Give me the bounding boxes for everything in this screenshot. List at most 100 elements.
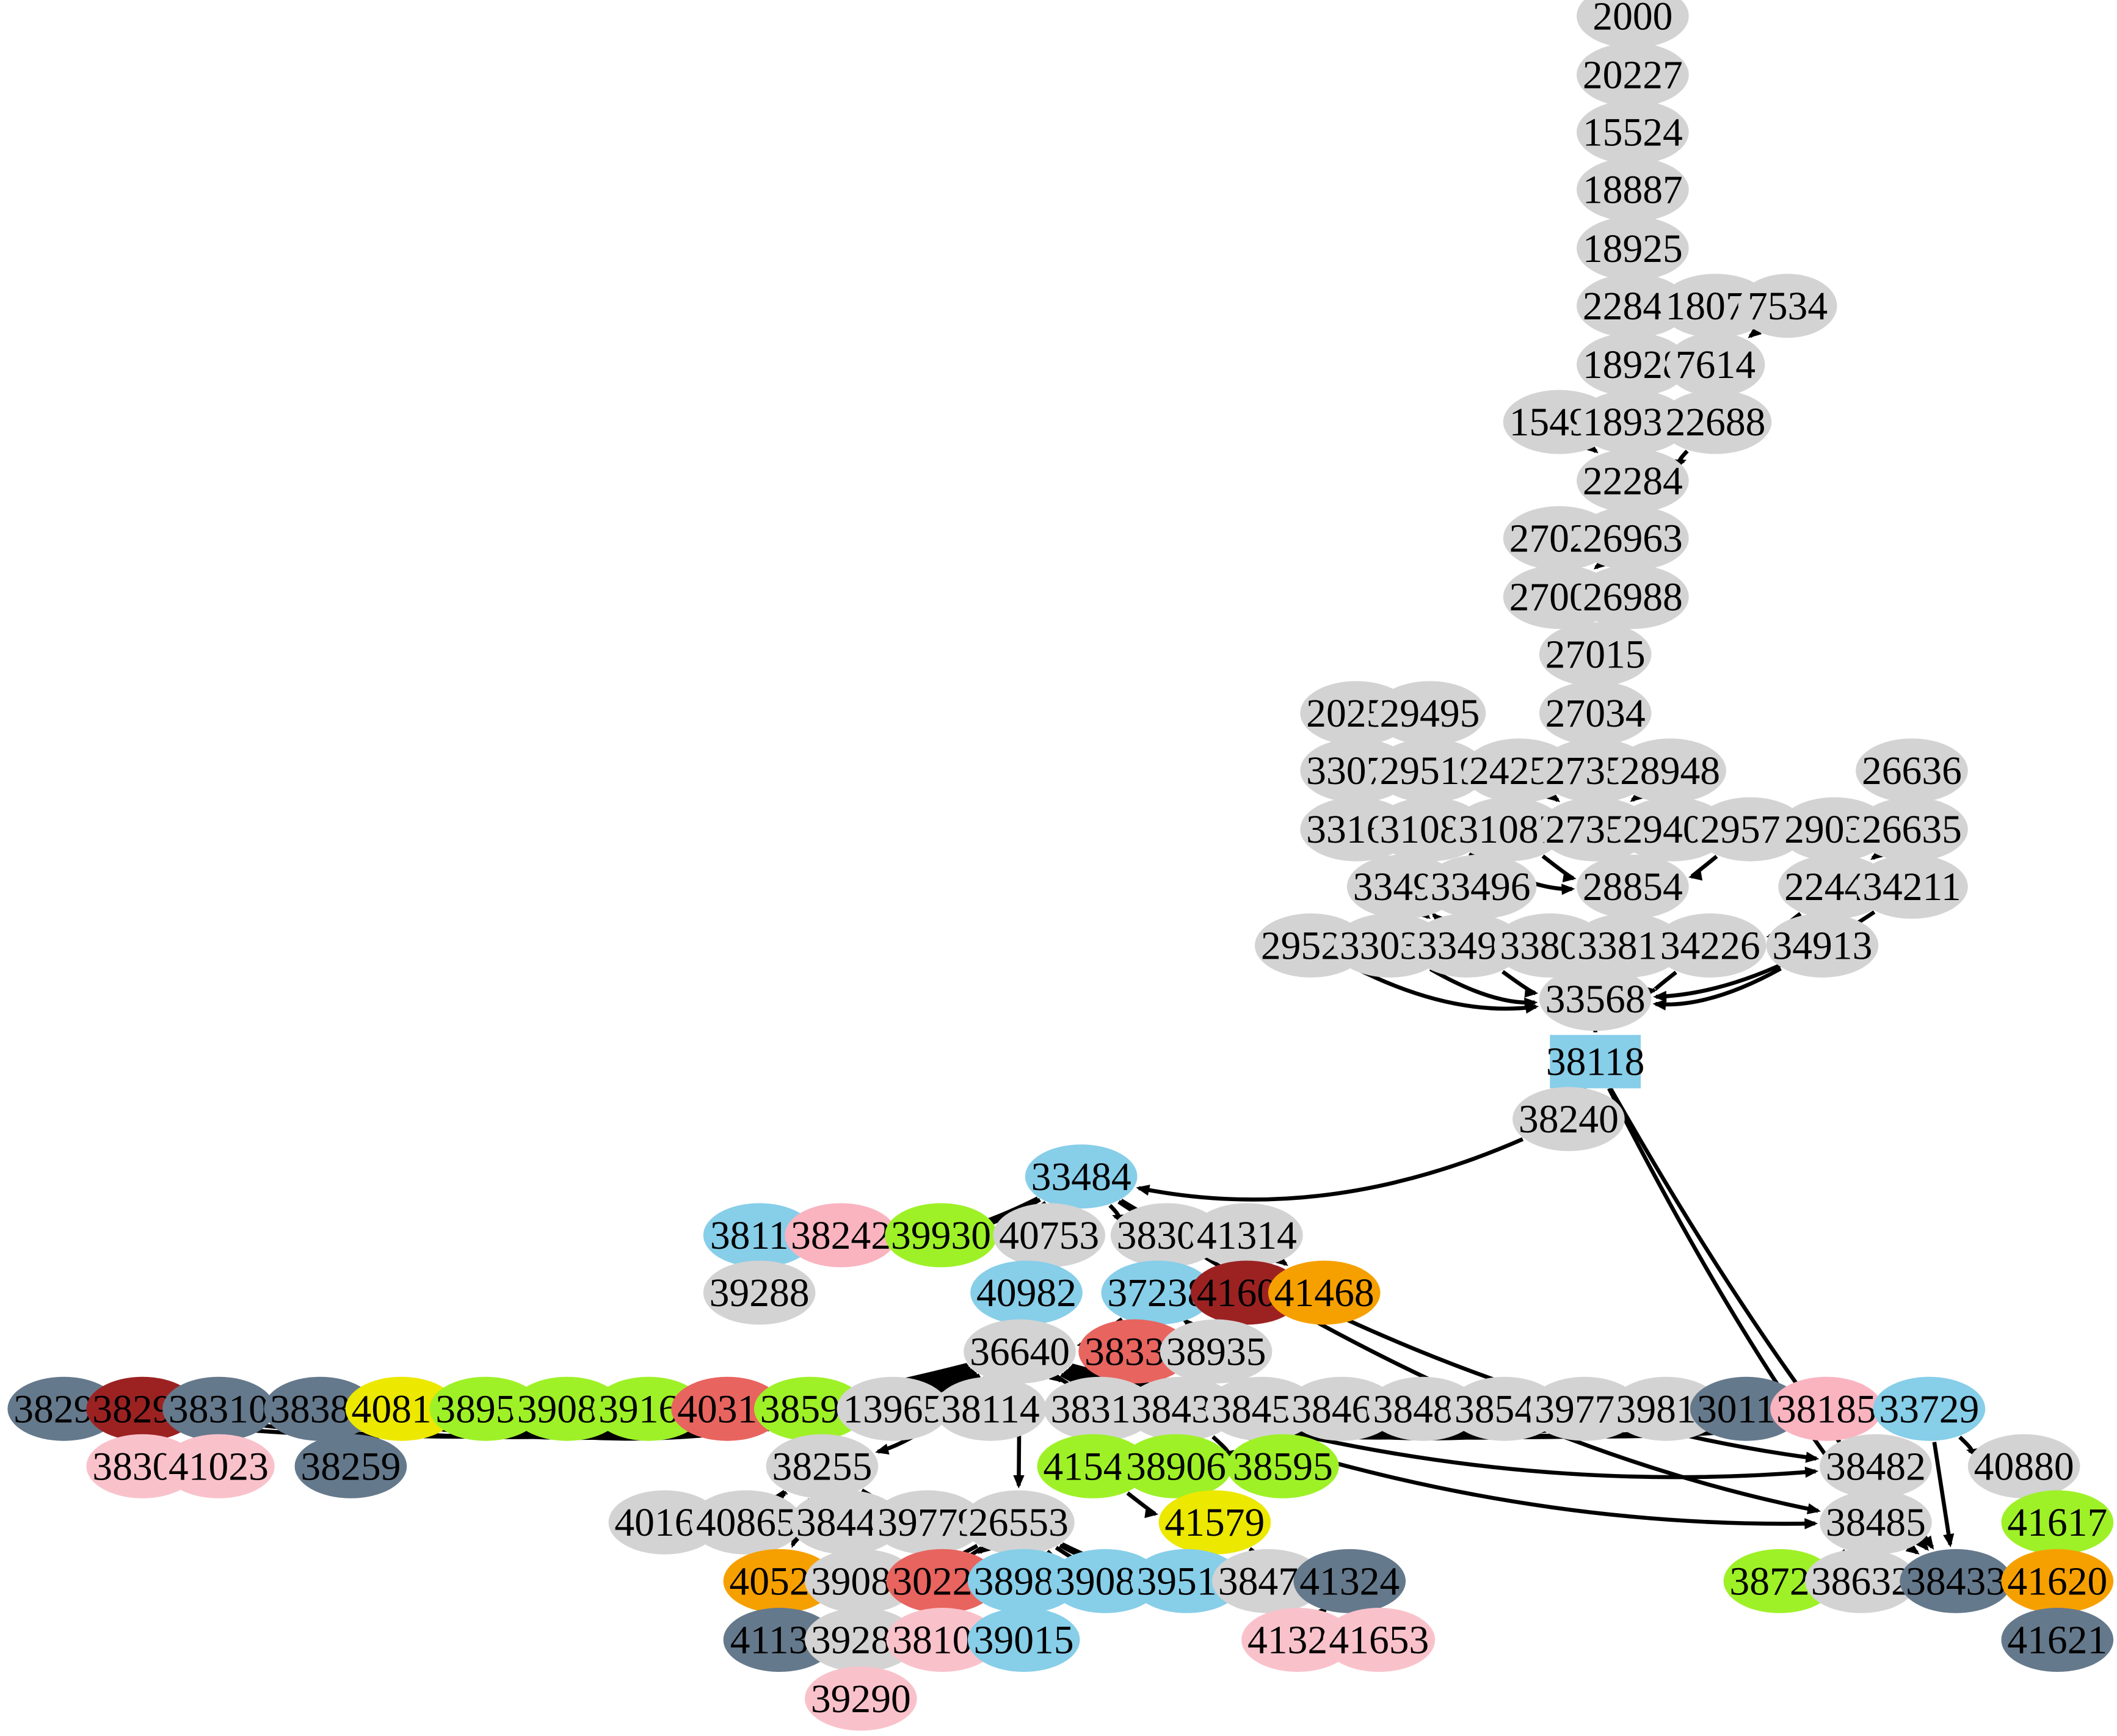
- node-ellipse-shape[interactable]: [703, 1203, 816, 1268]
- graph-node-41579[interactable]: 41579: [1158, 1490, 1271, 1555]
- graph-node-41314[interactable]: 41314: [1191, 1203, 1303, 1268]
- node-ellipse-shape[interactable]: [1528, 1376, 1641, 1441]
- node-ellipse-shape[interactable]: [162, 1434, 275, 1498]
- graph-node-2000[interactable]: 2000: [1577, 0, 1689, 48]
- graph-node-34913[interactable]: 34913: [1766, 913, 1879, 978]
- node-ellipse-shape[interactable]: [1778, 854, 1890, 919]
- node-ellipse-shape[interactable]: [1346, 854, 1459, 919]
- node-ellipse-shape[interactable]: [1411, 913, 1523, 978]
- node-ellipse-shape[interactable]: [967, 1549, 1080, 1613]
- node-ellipse-shape[interactable]: [885, 1203, 997, 1268]
- node-ellipse-shape[interactable]: [1614, 738, 1726, 803]
- node-ellipse-shape[interactable]: [1654, 913, 1767, 978]
- node-ellipse-shape[interactable]: [510, 1376, 623, 1441]
- node-ellipse-shape[interactable]: [1078, 1319, 1191, 1384]
- graph-node-38185[interactable]: 38185: [1770, 1376, 1883, 1441]
- node-ellipse-shape[interactable]: [1577, 854, 1689, 919]
- node-ellipse-shape[interactable]: [703, 1260, 816, 1325]
- graph-node-39290[interactable]: 39290: [804, 1666, 917, 1731]
- graph-node-41023[interactable]: 41023: [162, 1434, 275, 1498]
- node-ellipse-shape[interactable]: [1424, 854, 1537, 919]
- node-ellipse-shape[interactable]: [723, 1549, 836, 1613]
- node-ellipse-shape[interactable]: [1577, 216, 1689, 281]
- node-ellipse-shape[interactable]: [429, 1376, 542, 1441]
- node-ellipse-shape[interactable]: [1285, 1376, 1398, 1441]
- node-ellipse-shape[interactable]: [1610, 1376, 1723, 1441]
- node-ellipse-shape[interactable]: [1856, 738, 1968, 803]
- node-ellipse-shape[interactable]: [886, 1549, 999, 1613]
- node-ellipse-shape[interactable]: [1025, 1144, 1138, 1209]
- node-ellipse-shape[interactable]: [1690, 1376, 1803, 1441]
- node-ellipse-shape[interactable]: [1160, 1319, 1273, 1384]
- node-ellipse-shape[interactable]: [671, 1376, 783, 1441]
- graph-node-7534[interactable]: 7534: [1738, 274, 1837, 338]
- node-ellipse-shape[interactable]: [804, 1608, 917, 1672]
- node-ellipse-shape[interactable]: [837, 1376, 950, 1441]
- graph-node-36640[interactable]: 36640: [964, 1319, 1076, 1384]
- node-ellipse-shape[interactable]: [1666, 332, 1765, 397]
- node-ellipse-shape[interactable]: [804, 1666, 917, 1731]
- node-ellipse-shape[interactable]: [1616, 797, 1729, 862]
- graph-node-15524[interactable]: 15524: [1577, 100, 1689, 164]
- node-ellipse-shape[interactable]: [1766, 913, 1879, 978]
- graph-node-38310[interactable]: 38310: [162, 1376, 275, 1441]
- node-box-shape[interactable]: [1550, 1034, 1641, 1089]
- node-ellipse-shape[interactable]: [1293, 1549, 1406, 1613]
- node-ellipse-shape[interactable]: [7, 1376, 120, 1441]
- node-ellipse-shape[interactable]: [345, 1376, 458, 1441]
- graph-node-33568[interactable]: 33568: [1539, 967, 1652, 1031]
- graph-node-38255[interactable]: 38255: [766, 1434, 879, 1498]
- graph-node-41617[interactable]: 41617: [2001, 1490, 2114, 1555]
- node-ellipse-shape[interactable]: [592, 1376, 705, 1441]
- node-ellipse-shape[interactable]: [1494, 913, 1607, 978]
- graph-node-41620[interactable]: 41620: [2001, 1549, 2114, 1613]
- node-ellipse-shape[interactable]: [753, 1376, 866, 1441]
- node-ellipse-shape[interactable]: [785, 1203, 897, 1268]
- node-ellipse-shape[interactable]: [993, 1203, 1106, 1268]
- graph-node-26635[interactable]: 26635: [1856, 797, 1968, 862]
- graph-node-29495[interactable]: 29495: [1373, 681, 1486, 746]
- node-ellipse-shape[interactable]: [1373, 738, 1486, 803]
- graph-node-33496[interactable]: 33496: [1424, 854, 1537, 919]
- node-ellipse-shape[interactable]: [1191, 1203, 1303, 1268]
- node-ellipse-shape[interactable]: [967, 1608, 1080, 1672]
- node-ellipse-shape[interactable]: [1856, 854, 1968, 919]
- node-ellipse-shape[interactable]: [1659, 274, 1772, 338]
- node-ellipse-shape[interactable]: [1820, 1490, 1932, 1555]
- node-ellipse-shape[interactable]: [1241, 1608, 1354, 1672]
- graph-node-22688[interactable]: 22688: [1659, 390, 1772, 454]
- node-ellipse-shape[interactable]: [934, 1376, 1047, 1441]
- node-ellipse-shape[interactable]: [1037, 1434, 1150, 1498]
- graph-node-27034[interactable]: 27034: [1539, 681, 1652, 746]
- node-ellipse-shape[interactable]: [790, 1490, 902, 1555]
- node-ellipse-shape[interactable]: [1577, 448, 1689, 513]
- node-ellipse-shape[interactable]: [1044, 1376, 1157, 1441]
- node-ellipse-shape[interactable]: [1512, 1087, 1625, 1152]
- graph-node-34211[interactable]: 34211: [1856, 854, 1968, 919]
- graph-node-40880[interactable]: 40880: [1967, 1434, 2080, 1498]
- graph-node-40865[interactable]: 40865: [689, 1490, 802, 1555]
- node-ellipse-shape[interactable]: [1158, 1490, 1271, 1555]
- graph-node-18925[interactable]: 18925: [1577, 216, 1689, 281]
- node-ellipse-shape[interactable]: [689, 1490, 802, 1555]
- node-ellipse-shape[interactable]: [804, 1549, 917, 1613]
- node-ellipse-shape[interactable]: [1373, 797, 1486, 862]
- node-ellipse-shape[interactable]: [1900, 1549, 2012, 1613]
- graph-node-22284[interactable]: 22284: [1577, 448, 1689, 513]
- node-ellipse-shape[interactable]: [162, 1376, 275, 1441]
- node-ellipse-shape[interactable]: [1452, 797, 1565, 862]
- graph-node-41468[interactable]: 41468: [1268, 1260, 1381, 1325]
- node-ellipse-shape[interactable]: [1227, 1434, 1339, 1498]
- node-ellipse-shape[interactable]: [1694, 797, 1807, 862]
- node-ellipse-shape[interactable]: [962, 1490, 1075, 1555]
- node-ellipse-shape[interactable]: [1539, 967, 1652, 1031]
- node-ellipse-shape[interactable]: [1577, 0, 1689, 48]
- graph-node-41621[interactable]: 41621: [2001, 1608, 2114, 1672]
- node-ellipse-shape[interactable]: [1577, 565, 1689, 630]
- graph-node-28948[interactable]: 28948: [1614, 738, 1726, 803]
- graph-node-27015[interactable]: 27015: [1539, 622, 1652, 687]
- graph-node-40982[interactable]: 40982: [970, 1260, 1083, 1325]
- node-ellipse-shape[interactable]: [1539, 681, 1652, 746]
- node-ellipse-shape[interactable]: [2001, 1490, 2114, 1555]
- node-ellipse-shape[interactable]: [1778, 797, 1890, 862]
